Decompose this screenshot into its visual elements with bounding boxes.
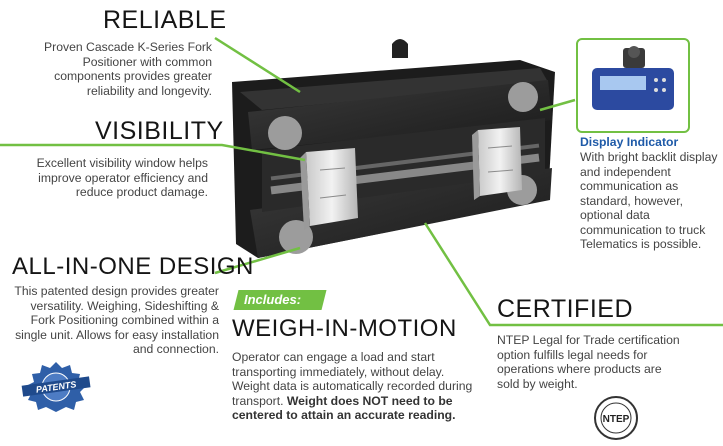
- certified-description: NTEP Legal for Trade certification optio…: [497, 333, 680, 391]
- callout-lines: [0, 36, 723, 327]
- load-cell-circle: [508, 82, 538, 112]
- patents-seal-icon: PATENTS: [18, 360, 94, 417]
- certified-heading: CERTIFIED: [497, 295, 633, 323]
- fork-carriage-right: [472, 127, 522, 200]
- all-in-one-heading: ALL-IN-ONE DESIGN: [12, 253, 254, 280]
- weigh-in-motion-heading: WEIGH-IN-MOTION: [232, 315, 457, 342]
- ntep-seal-label: NTEP: [603, 414, 630, 425]
- includes-badge-label: Includes:: [244, 292, 302, 307]
- weigh-in-motion-emphasis: Weight does NOT need to be centered to a…: [232, 393, 456, 423]
- visibility-heading: VISIBILITY: [95, 117, 224, 145]
- frame-body: [232, 39, 555, 258]
- all-in-one-description: This patented design provides greater ve…: [14, 284, 219, 356]
- reliable-description: Proven Cascade K-Series Fork Positioner …: [44, 40, 212, 98]
- display-indicator-title: Display Indicator: [580, 135, 679, 149]
- display-indicator-image: [576, 38, 690, 133]
- visibility-description: Excellent visibility window helps improv…: [36, 156, 208, 199]
- fork-carriage-left: [300, 148, 358, 230]
- weigh-in-motion-text: Operator can engage a load and start tra…: [232, 350, 473, 408]
- load-cell-circle: [268, 116, 302, 150]
- ntep-seal-icon: NTEP: [593, 395, 639, 446]
- lifting-hook: [392, 39, 408, 58]
- weigh-in-motion-description: Operator can engage a load and start tra…: [232, 350, 477, 423]
- display-indicator-description: With bright backlit display and independ…: [580, 150, 718, 251]
- reliable-heading: RELIABLE: [103, 6, 227, 34]
